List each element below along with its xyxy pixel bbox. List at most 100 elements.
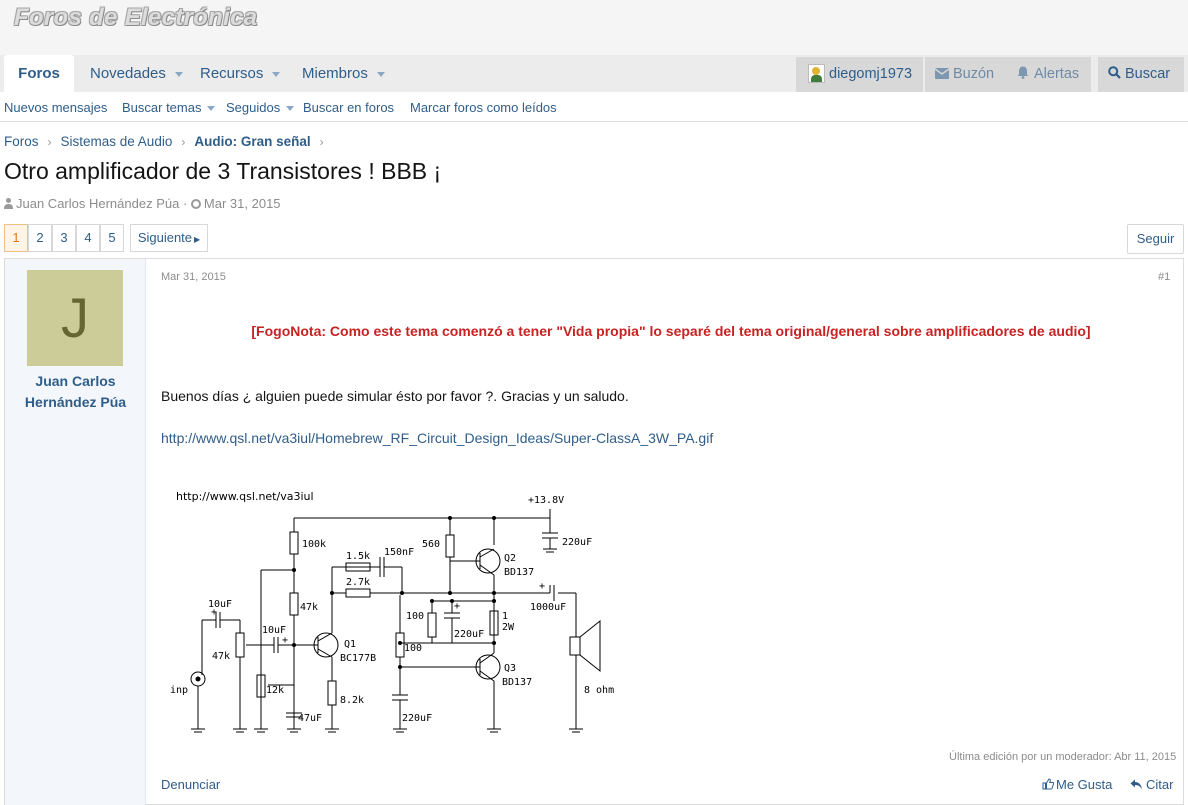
thread-date[interactable]: Mar 31, 2015 [203, 196, 281, 211]
like-button[interactable]: Me Gusta [1042, 777, 1112, 792]
inbox-label: Buzón [953, 66, 995, 82]
inbox-button[interactable]: Buzón [925, 57, 1007, 92]
next-label: Siguiente [137, 230, 193, 245]
label-speaker: 8 ohm [584, 685, 614, 696]
tab-members[interactable]: Miembros [302, 55, 385, 92]
label-c10b: 10uF [262, 625, 286, 636]
label-c47: 47uF [298, 713, 322, 724]
chevron-down-icon[interactable] [272, 71, 281, 77]
chevron-down-icon[interactable] [174, 71, 183, 77]
username-label: diegomj1973 [829, 66, 913, 82]
site-logo[interactable]: Foros de Electrónica [14, 4, 258, 31]
breadcrumb-forums[interactable]: Foros [4, 134, 39, 149]
label-supply: +13.8V [528, 495, 564, 506]
like-label: Me Gusta [1056, 777, 1113, 792]
label-r100a: 100 [406, 611, 424, 622]
chevron-down-icon[interactable] [286, 106, 295, 112]
tab-whats-new[interactable]: Novedades [90, 55, 183, 92]
next-page-button[interactable]: Siguiente▶ [130, 224, 208, 252]
page-title: Otro amplificador de 3 Transistores ! BB… [4, 158, 442, 184]
bell-icon [1017, 66, 1029, 79]
schematic-url: http://www.qsl.net/va3iul [176, 490, 314, 503]
label-c220a: 220uF [562, 537, 592, 548]
envelope-icon [934, 68, 950, 79]
user-icon [4, 198, 13, 209]
label-c220c: 220uF [402, 713, 432, 724]
label-q1: Q1 [344, 639, 356, 650]
label-r12k: 12k [266, 685, 284, 696]
post-body: Buenos días ¿ alguien puede simular ésto… [161, 388, 629, 404]
breadcrumb: Foros › Sistemas de Audio › Audio: Gran seña… [4, 134, 333, 149]
link-label: Buscar temas [122, 100, 202, 115]
label-r2w: 2W [502, 622, 515, 633]
chevron-right-icon: › [319, 135, 324, 149]
new-posts-link[interactable]: Nuevos mensajes [4, 100, 108, 115]
label-r100b: 100 [404, 643, 422, 654]
circuit-schematic-image: http://www.qsl.net/va3iul +13.8V 220uF 1… [166, 485, 626, 741]
label-r82k: 8.2k [340, 695, 364, 706]
link-label: Seguidos [226, 100, 281, 115]
triangle-right-icon: ▶ [194, 235, 201, 244]
report-link[interactable]: Denunciar [161, 777, 221, 792]
search-button[interactable]: Buscar [1098, 57, 1184, 92]
tab-label: Novedades [90, 65, 166, 82]
reply-arrow-icon [1130, 779, 1142, 790]
page-3[interactable]: 3 [52, 224, 76, 252]
site-header: Foros de Electrónica [0, 0, 1188, 55]
search-forums-link[interactable]: Buscar en foros [303, 100, 395, 115]
moderator-note: [FogoNota: Como este tema comenzó a tene… [251, 323, 1091, 339]
quote-button[interactable]: Citar [1130, 777, 1173, 792]
post-username[interactable]: Juan Carlos Hernández Púa [5, 371, 146, 413]
find-threads-link[interactable]: Buscar temas [122, 100, 216, 115]
thread-author[interactable]: Juan Carlos Hernández Púa [16, 196, 180, 211]
tab-resources[interactable]: Recursos [200, 55, 281, 92]
label-c10a: 10uF [208, 599, 232, 610]
page-5[interactable]: 5 [100, 224, 124, 252]
label-r100k: 100k [302, 539, 326, 550]
label-q2: Q2 [504, 553, 516, 564]
label-plus: + [454, 601, 460, 612]
label-r560: 560 [422, 539, 440, 550]
breadcrumb-large-signal[interactable]: Audio: Gran señal [194, 134, 311, 149]
chevron-down-icon[interactable] [207, 106, 216, 112]
label-c220b: 220uF [454, 629, 484, 640]
chevron-right-icon: › [47, 135, 52, 149]
quote-label: Citar [1146, 777, 1174, 792]
mark-read-link[interactable]: Marcar foros como leídos [410, 100, 557, 115]
label-inp: inp [170, 685, 188, 696]
page-2[interactable]: 2 [28, 224, 52, 252]
breadcrumb-audio-systems[interactable]: Sistemas de Audio [60, 134, 173, 149]
username-line: Hernández Púa [24, 394, 127, 410]
label-bc177: BC177B [340, 653, 376, 664]
thumbs-up-icon [1042, 778, 1055, 790]
post-number[interactable]: #1 [1158, 271, 1171, 283]
chevron-down-icon[interactable] [376, 71, 385, 77]
label-plus: + [211, 607, 217, 618]
label-q3: Q3 [504, 663, 516, 674]
post-link[interactable]: http://www.qsl.net/va3iul/Homebrew_RF_Ci… [161, 430, 714, 446]
label-bd137a: BD137 [504, 567, 534, 578]
alerts-button[interactable]: Alertas [1007, 57, 1091, 92]
post: J Juan Carlos Hernández Púa Mar 31, 2015… [4, 258, 1184, 805]
watch-button[interactable]: Seguir [1127, 224, 1184, 254]
edited-note: Última edición por un moderador: Abr 11,… [949, 751, 1177, 763]
user-menu[interactable]: diegomj1973 [796, 57, 923, 92]
clock-icon [190, 199, 201, 209]
watched-link[interactable]: Seguidos [226, 100, 295, 115]
label-c1000: 1000uF [530, 602, 566, 613]
label-plus: + [539, 581, 545, 592]
main-nav: Foros Novedades Recursos Miembros diegom… [0, 55, 1188, 92]
tab-forums[interactable]: Foros [4, 55, 74, 92]
chevron-right-icon: › [181, 135, 186, 149]
sub-nav: Nuevos mensajes Buscar temas Seguidos Bu… [0, 92, 1188, 122]
avatar [808, 63, 825, 83]
thread-meta: Juan Carlos Hernández Púa · Mar 31, 2015 [4, 196, 281, 211]
search-icon [1108, 66, 1121, 79]
page-4[interactable]: 4 [76, 224, 100, 252]
tab-label: Miembros [302, 65, 368, 82]
page-1[interactable]: 1 [4, 224, 28, 252]
post-date[interactable]: Mar 31, 2015 [161, 271, 226, 283]
avatar[interactable]: J [27, 270, 123, 366]
label-r27k: 2.7k [346, 577, 370, 588]
post-user-panel: J Juan Carlos Hernández Púa [5, 259, 146, 805]
